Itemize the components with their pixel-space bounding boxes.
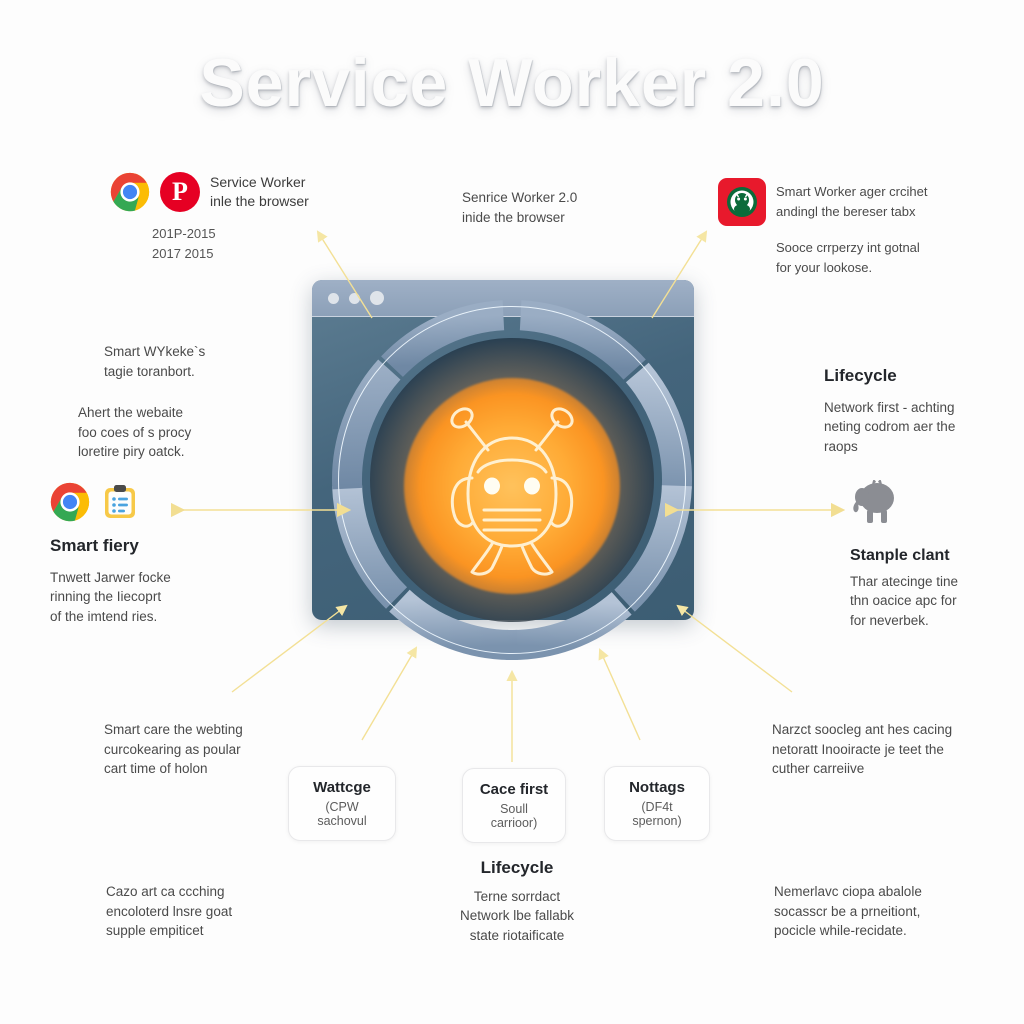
center-diagram (312, 280, 712, 680)
right-upper-line2: neting codrom aer the (824, 419, 956, 435)
left-middle-line2: rinning the Iiecoprt (50, 589, 162, 605)
card-wattcge[interactable]: Wattcge (CPW sachovul (288, 766, 396, 841)
top-center-line1: Senrice Worker 2.0 (462, 190, 578, 205)
card-title: Cace first (479, 781, 549, 798)
left-middle-line3: of the imtend ries. (50, 608, 158, 624)
card-cace-first[interactable]: Cace first Soull carrioor) (462, 768, 566, 843)
top-left-line2: 2017 2015 (152, 245, 214, 261)
bl-upper-line3: cart time of holon (104, 761, 208, 777)
right-upper-line3: raops (824, 438, 858, 454)
bl-upper-line1: Smart care the webting (104, 722, 243, 737)
card-subtitle: (DF4t spernon) (632, 800, 682, 828)
annotation-bottom-center: Lifecycle Terne sorrdact Network lbe fal… (422, 856, 612, 945)
br-lower-line1: Nemerlavc ciopa abalole (774, 884, 922, 899)
left-middle-icon-row (50, 482, 270, 522)
top-right-line1: Smart Worker ager crcihet (776, 184, 928, 199)
left-middle-line1: Tnwett Jarwer focke (50, 569, 171, 585)
br-upper-line3: cuther carreiive (772, 761, 865, 777)
left-upper-line2: tagie toranbort. (104, 363, 195, 379)
annotation-bottom-right-lower: Nemerlavc ciopa abalole socasscr be a pr… (774, 882, 1014, 941)
top-left-line1: 201P-2015 (152, 226, 216, 241)
annotation-top-right: Smart Worker ager crcihet andingl the be… (718, 178, 968, 277)
annotation-left-upper: Smart WYkeke`s tagie toranbort. Ahert th… (78, 342, 288, 462)
pinterest-icon: P (160, 172, 200, 212)
top-left-icon-row: P Service Worker inle the browser (110, 172, 340, 212)
br-upper-line2: netoratt Inooiracte je teet the (772, 741, 944, 757)
card-title: Nottags (629, 779, 685, 796)
top-right-line3: Sooce crrperzy int gotnal (776, 240, 920, 255)
window-dot-maximize-icon (370, 291, 384, 305)
starbucks-icon (718, 178, 766, 226)
glowing-robot-icon (426, 394, 598, 583)
page-title: Service Worker 2.0 (199, 45, 825, 121)
top-left-heading: Service Worker (210, 174, 306, 191)
card-subtitle: (CPW sachovul (317, 800, 367, 828)
bc-line2: Network lbe fallabk (459, 908, 575, 924)
elephant-icon (850, 479, 904, 529)
bl-lower-line3: supple empiticet (106, 923, 204, 939)
bl-lower-line1: Cazo art ca ccching (106, 884, 225, 899)
annotation-top-left: P Service Worker inle the browser 201P-2… (110, 172, 340, 263)
left-upper-line4: foo coes of s procy (78, 424, 192, 440)
top-center-line2: inide the browser (462, 209, 565, 225)
right-middle-heading: Stanple clant (850, 546, 950, 564)
left-upper-line5: loretire piry oatck. (78, 444, 185, 460)
clipboard-icon (100, 482, 140, 522)
card-title: Wattcge (313, 779, 371, 796)
annotation-top-center: Senrice Worker 2.0 inide the browser (462, 188, 662, 227)
left-upper-line3: Ahert the webaite (78, 405, 184, 421)
dark-disc (370, 338, 654, 622)
right-upper-heading: Lifecycle (824, 366, 897, 385)
top-left-sub: inle the browser (210, 193, 309, 209)
chrome-icon (110, 172, 150, 212)
left-upper-line1: Smart WYkeke`s (104, 344, 206, 359)
annotation-right-upper: Lifecycle Network first - achting neting… (824, 364, 1014, 456)
br-upper-line1: Narzct soocleg ant hes cacing (772, 722, 953, 737)
bc-line3: state riotaificate (469, 927, 565, 943)
right-middle-icon-row (850, 479, 1024, 532)
bl-lower-line2: encoloterd lnsre goat (106, 903, 233, 919)
top-right-line2: andingl the bereser tabx (776, 203, 916, 219)
orange-glow (404, 377, 620, 594)
chrome-icon (50, 482, 90, 522)
annotation-bottom-left-upper: Smart care the webting curcokearing as p… (104, 720, 319, 779)
bottom-center-heading: Lifecycle (480, 858, 554, 877)
bl-upper-line2: curcokearing as poular (104, 741, 241, 757)
annotation-right-middle: Stanple clant Thar atecinge tine thn oac… (850, 479, 1024, 630)
right-upper-line1: Network first - achting (824, 399, 955, 415)
br-lower-line2: socasscr be a prneitiont, (774, 903, 921, 919)
annotation-bottom-left-lower: Cazo art ca ccching encoloterd lnsre goa… (106, 882, 316, 941)
right-middle-line1: Thar atecinge tine (850, 573, 959, 589)
top-right-icon-row: Smart Worker ager crcihet andingl the be… (718, 178, 968, 226)
br-lower-line3: pocicle while-recidate. (774, 923, 907, 939)
card-nottags[interactable]: Nottags (DF4t spernon) (604, 766, 710, 841)
card-subtitle: Soull carrioor) (490, 802, 538, 830)
annotation-left-middle: Smart fiery Tnwett Jarwer focke rinning … (50, 482, 270, 626)
left-middle-heading: Smart fiery (50, 536, 139, 555)
bc-line1: Terne sorrdact (473, 888, 561, 904)
segmented-ring (332, 300, 692, 660)
annotation-bottom-right-upper: Narzct soocleg ant hes cacing netoratt I… (772, 720, 1012, 779)
right-middle-line2: thn oacice apc for (850, 593, 957, 609)
right-middle-line3: for neverbek. (850, 612, 929, 628)
top-right-line4: for your lookose. (776, 259, 873, 275)
